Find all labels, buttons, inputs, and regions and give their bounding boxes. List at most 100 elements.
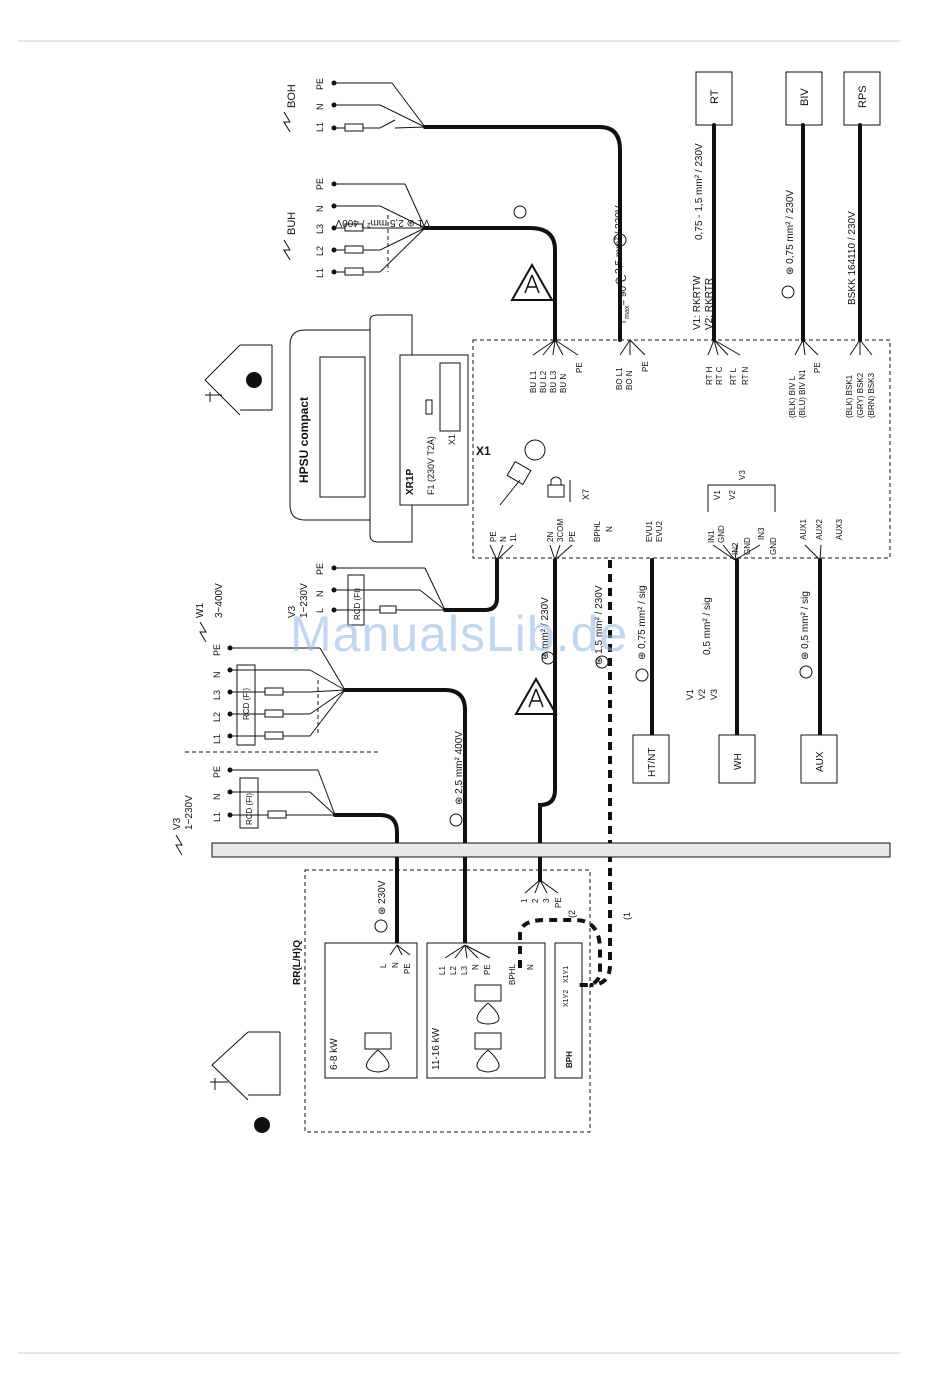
terminal-bo-pe: PE — [641, 361, 650, 372]
terminal-evu1: EVU1 — [645, 521, 654, 542]
w1-name: W1 — [195, 603, 206, 618]
biv-cable-spec: ⊛ 0,75 mm² / 230V — [785, 190, 796, 275]
house-outdoor-icon — [210, 1031, 281, 1133]
bph-box — [554, 942, 583, 1079]
bu-terminals: BU L1 BU L2 BU L3 BU N PE — [529, 339, 584, 393]
v3-out-cable — [333, 813, 399, 947]
hpsu-display — [319, 356, 366, 498]
terminal-gnd3: GND — [769, 537, 778, 555]
buh-cable-spec: V1 ⊛ 2,5 mm² / 400V — [335, 217, 430, 228]
unit-small-pin-pe: PE — [403, 963, 412, 974]
terminal-evu2: EVU2 — [655, 521, 664, 542]
x1-big-label: X1 — [476, 444, 491, 458]
boh-pin-pe: PE — [315, 78, 325, 90]
wh-v1-label: V1 — [685, 689, 695, 700]
unit-large-box — [426, 942, 546, 1079]
rt-v1-label: V1: RKRTW — [692, 275, 703, 330]
wh-v1-marker: V1 — [713, 490, 722, 500]
boh-label: BOH — [286, 84, 298, 108]
bph-terminals: BPHL N — [593, 521, 614, 542]
w1-pin-n: N — [212, 672, 222, 679]
wh-v3-label: V3 — [709, 689, 719, 700]
x7-label: X7 — [581, 489, 591, 500]
terminal-biv-pe: PE — [813, 362, 822, 373]
rt-cable-spec: 0,75 - 1,5 mm² / 230V — [694, 143, 705, 240]
unit-large-pin-bph-n: N — [526, 964, 535, 970]
terminal-in1: IN1 — [707, 530, 716, 543]
terminal-aux2: AUX2 — [815, 519, 824, 540]
watermark: ManualsLib.de — [290, 606, 629, 662]
outdoor-unit-large: 11-16 kW L1 L2 L3 N PE BPHL N — [426, 942, 546, 1079]
biv-device: BIV ⊛ 0,75 mm² / 230V (BLK) BIV L (BLU) … — [785, 71, 823, 418]
com-terminals: 2N 3COM PE — [546, 519, 577, 561]
v3-hpsu-rating: 1~230V — [299, 583, 310, 618]
junction-1: 1 — [520, 898, 529, 903]
wh-v2-label: V2 — [697, 689, 707, 700]
buh-cable — [423, 226, 557, 342]
wh-device: WH 0,5 mm² / sig V1 V2 V3 — [685, 558, 756, 784]
w1-supply: W1 3~400V PE N L3 L2 L1 RCD (FI) ⊛ 2,5 m… — [195, 583, 467, 947]
hpsu-unit: HPSU compact XR1P F1 (230V T2A) X1 — [289, 314, 469, 543]
v3-hpsu-name: V3 — [287, 605, 298, 618]
boh-supply: BOH PE N L1 — [283, 78, 622, 342]
terminal-bsk3: (BRN) BSK3 — [867, 373, 876, 418]
unit-large-pin-l2: L2 — [449, 966, 458, 975]
terminal-rt-c: RT C — [715, 366, 724, 385]
xr1p-label: XR1P — [405, 469, 416, 495]
terminal-pe: PE — [489, 531, 498, 542]
junction-2: 2 — [531, 898, 540, 903]
w1-pin-l2: L2 — [212, 712, 222, 722]
terminal-bu-l1: BU L1 — [529, 370, 538, 393]
terminal-rt-n: RT N — [741, 366, 750, 385]
buh-label: BUH — [286, 212, 298, 235]
terminal-rt-h: RT H — [705, 366, 714, 385]
terminal-bu-l2: BU L2 — [539, 370, 548, 393]
w1-pin-l3: L3 — [212, 690, 222, 700]
unit-small-label: 6-8 kW — [329, 1038, 340, 1070]
v3-hpsu-pin-pe: PE — [315, 563, 325, 575]
rps-cable-spec: BSKK 164110 / 230V — [847, 211, 858, 305]
wall-bar — [211, 842, 891, 858]
htnt-device: HT/NT ⊛ 0,75 mm² / sig — [632, 558, 670, 784]
note-2: (2 — [567, 910, 577, 918]
w1-rating: 3~400V — [214, 583, 225, 618]
boh-pin-l1: L1 — [315, 122, 325, 132]
buh-pin-n: N — [315, 206, 325, 213]
unit-small-pin-l: L — [379, 963, 388, 968]
terminal-bphl: BPHL — [593, 521, 602, 542]
buh-supply: BUH PE N L3 L2 L1 V1 ⊛ 2,5 mm² / 400V — [283, 178, 557, 342]
wh-label: WH — [733, 753, 744, 770]
bo-terminals: BO L1 BO N PE — [615, 339, 650, 390]
evu-terminals: EVU1 EVU2 — [645, 521, 664, 542]
lock-icon — [547, 476, 571, 502]
boh-cable-spec: ⊛ 2,5 mm² / 230V — [614, 205, 625, 285]
aux-label: AUX — [815, 751, 826, 772]
outdoor-unit-small: 6-8 kW L N PE — [324, 942, 418, 1079]
w1-rcd — [236, 664, 256, 746]
unit-large-pin-l1: L1 — [438, 966, 447, 975]
com-cable-spec: ⊛ mm² / 230V — [540, 597, 551, 660]
rps-box — [843, 71, 881, 126]
wh-v2-marker: V2 — [728, 490, 737, 500]
biv-label: BIV — [799, 88, 811, 106]
rps-label: RPS — [857, 85, 869, 108]
wh-v3-marker: V3 — [738, 470, 747, 480]
junction-3: 3 — [542, 898, 551, 903]
v3-out-pin-pe: PE — [212, 766, 222, 778]
w1-cable — [343, 688, 467, 947]
fuse-label: F1 (230V T2A) — [426, 436, 436, 495]
terminal-3com: 3COM — [556, 519, 565, 542]
aux-terminals: AUX1 AUX2 AUX3 — [799, 519, 844, 561]
lightning-icon-w1 — [199, 621, 207, 643]
terminal-aux3: AUX3 — [835, 519, 844, 540]
terminal-bu-l3: BU L3 — [549, 370, 558, 393]
v3-out-pin-l1: L1 — [212, 812, 222, 822]
v3-hpsu-supply: V3 1~230V PE N L RCD (FI) — [287, 558, 499, 626]
rt-label: RT — [709, 89, 721, 104]
lightning-icon-boh — [283, 111, 291, 133]
x1-connector-label: X1 — [447, 434, 457, 445]
htnt-box — [632, 734, 670, 784]
w1-rcd-label: RCD (FI) — [242, 688, 251, 720]
bph-x1y2: X1Y2 — [563, 990, 570, 1007]
